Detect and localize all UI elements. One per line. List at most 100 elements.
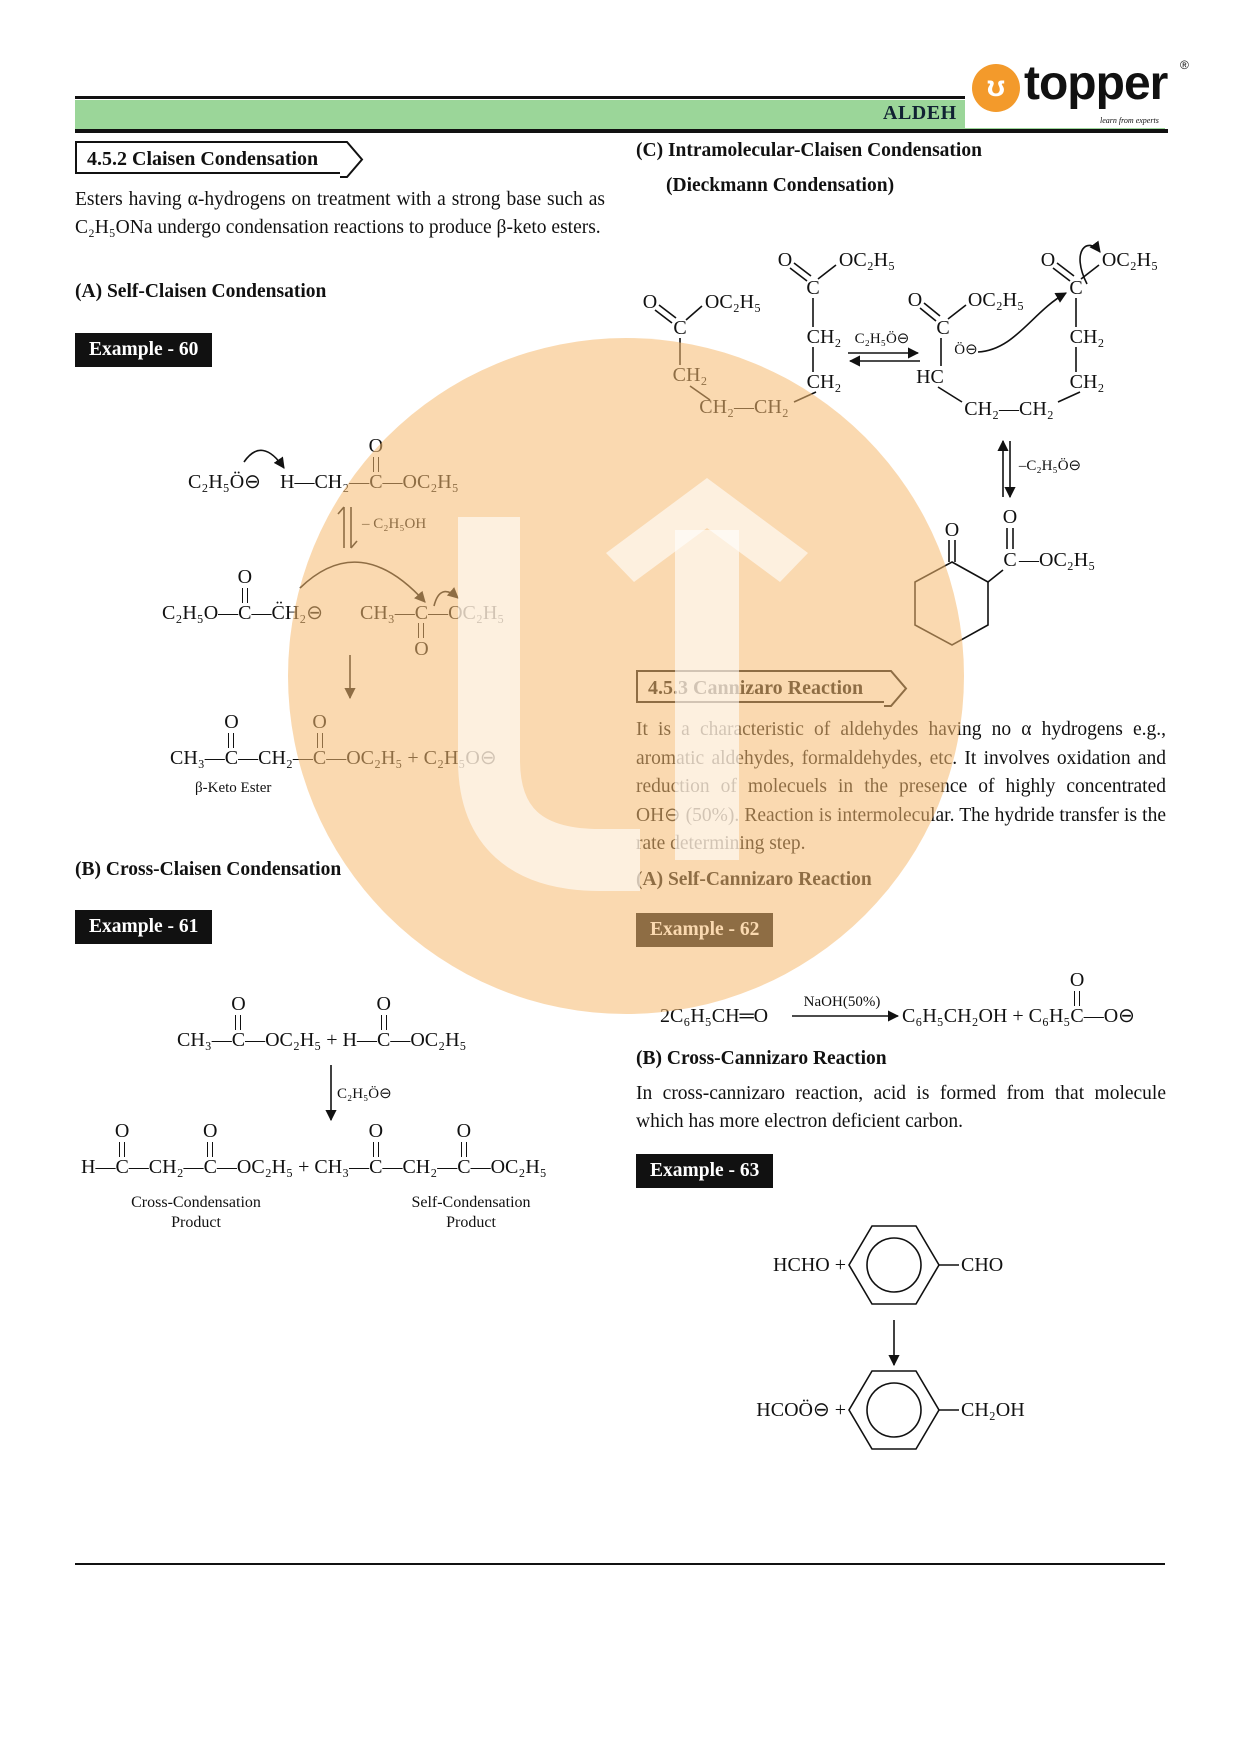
dieckmann-eq2-label: –C₂H₅Ö⊖ <box>1018 458 1082 474</box>
ethoxide-base: C₂H₅Ö⊖ <box>188 472 261 492</box>
formula-segment: —OC₂H₅ + H— <box>245 1029 378 1051</box>
carbonyl-oxygen: O <box>312 711 327 733</box>
carbonyl-oxygen: O <box>114 1120 130 1142</box>
product-ester-oet: —OC₂H₅ <box>1019 549 1096 571</box>
s1-c: C <box>673 317 687 339</box>
formula-segment: —CH₂— <box>128 1156 204 1178</box>
formula-segment: CH₃— <box>360 602 415 624</box>
s2-ch2a: CH₂ <box>806 326 842 348</box>
example-62-badge: Example - 62 <box>636 913 774 947</box>
example-61-badge: Example - 61 <box>75 910 213 944</box>
footer-rule <box>75 1563 1165 1565</box>
carbonyl-oxygen: O <box>1069 969 1085 991</box>
formula-segment: —OC₂H₅ <box>382 471 459 493</box>
cannizaro-intro: It is a characteristic of aldehydes havi… <box>636 719 1166 854</box>
cross-cannizaro-heading: (B) Cross-Cannizaro Reaction <box>636 1048 887 1069</box>
s4-o: O <box>1040 249 1056 271</box>
product-ester-c: C <box>1003 549 1017 571</box>
s4-c: C <box>1069 277 1083 299</box>
formula-segment: —OC₂H₅ <box>470 1156 547 1178</box>
caption-line: Cross-Condensation <box>131 1194 261 1211</box>
chapter-title: ALDEH <box>883 102 957 124</box>
carbonyl-oxygen: O <box>237 566 253 588</box>
s2-o: O <box>777 249 793 271</box>
carbonyl-oxygen: O <box>368 435 384 457</box>
caption-line: Product <box>171 1214 221 1231</box>
s3-hc: HC <box>916 366 944 388</box>
self-cannizaro-heading: (A) Self-Cannizaro Reaction <box>636 869 872 890</box>
formula-segment: —OC₂H₅ <box>390 1029 467 1051</box>
formula-segment: —OC₂H₅ + CH₃— <box>216 1156 370 1178</box>
carbonyl-oxygen: O <box>224 711 239 733</box>
section-title: 4.5.3 Cannizaro Reaction <box>648 677 864 699</box>
formula-segment: H— <box>81 1156 116 1178</box>
formula-segment: —OC₂H₅ + C₂H₅O⊖ <box>326 747 497 769</box>
header-top-rule <box>75 96 1165 99</box>
ex63-reactant-left: HCHO + <box>773 1254 846 1276</box>
s2-c: C <box>806 277 820 299</box>
equilibrium-label: – C₂H₅OH <box>362 516 427 532</box>
double-bond <box>235 1015 242 1030</box>
double-bond <box>418 623 425 638</box>
benzene-ring <box>848 1370 940 1450</box>
logo-tagline: learn from experts <box>1100 116 1159 125</box>
ex63-reactant-substituent: CHO <box>961 1254 1004 1276</box>
s1-oet: OC₂H₅ <box>704 291 762 313</box>
formula-segment: —OC₂H₅ <box>428 602 505 624</box>
product-ester-o: O <box>1002 506 1018 528</box>
formula-segment: 2C₆H₅CH═O <box>660 1005 769 1027</box>
s2-oet: OC₂H₅ <box>838 249 896 271</box>
s4-ch2a: CH₂ <box>1069 326 1105 348</box>
dieckmann-heading: (Dieckmann Condensation) <box>666 175 895 196</box>
double-bond <box>241 588 248 603</box>
double-bond <box>1074 991 1081 1006</box>
double-bond <box>228 733 235 748</box>
section-title: 4.5.2 Claisen Condensation <box>87 148 319 170</box>
carbonyl-oxygen: O <box>376 993 391 1015</box>
caption-line: Product <box>446 1214 496 1231</box>
carbonyl-oxygen: O <box>414 638 429 660</box>
ex61-reagent: C₂H₅Ö⊖ <box>337 1086 392 1102</box>
logo-registered: ® <box>1180 58 1189 72</box>
formula-segment: CH₃— <box>170 747 225 769</box>
s3-c: C <box>936 317 950 339</box>
s3-oet: OC₂H₅ <box>967 289 1025 311</box>
formula-segment: H—CH₂— <box>280 471 370 493</box>
double-bond <box>380 1015 387 1030</box>
ex63-product-left: HCOÖ⊖ + <box>756 1399 846 1421</box>
s1-bottom: CH₂—CH₂ <box>699 396 789 418</box>
formula-segment: C₂H₅O— <box>162 602 239 624</box>
ex63-product-substituent: CH₂OH <box>961 1399 1025 1421</box>
formula-segment: —CH₂— <box>238 747 313 769</box>
caption-line: Self-Condensation <box>411 1194 531 1211</box>
benzene-ring <box>848 1225 940 1305</box>
claisen-intro: Esters having α-hydrogens on treatment w… <box>75 189 605 238</box>
formula-segment: CH₃— <box>177 1029 232 1051</box>
curved-arrow <box>243 449 285 469</box>
section-heading-claisen: 4.5.2 Claisen Condensation <box>75 141 364 178</box>
s1-o: O <box>642 291 658 313</box>
s4-oet: OC₂H₅ <box>1101 249 1159 271</box>
s4-ch2b: CH₂ <box>1069 371 1105 393</box>
s1-ch2: CH₂ <box>672 364 708 386</box>
heading-arrow-tip <box>340 141 364 178</box>
beta-keto-caption: β-Keto Ester <box>195 780 272 796</box>
double-bond <box>372 457 379 472</box>
